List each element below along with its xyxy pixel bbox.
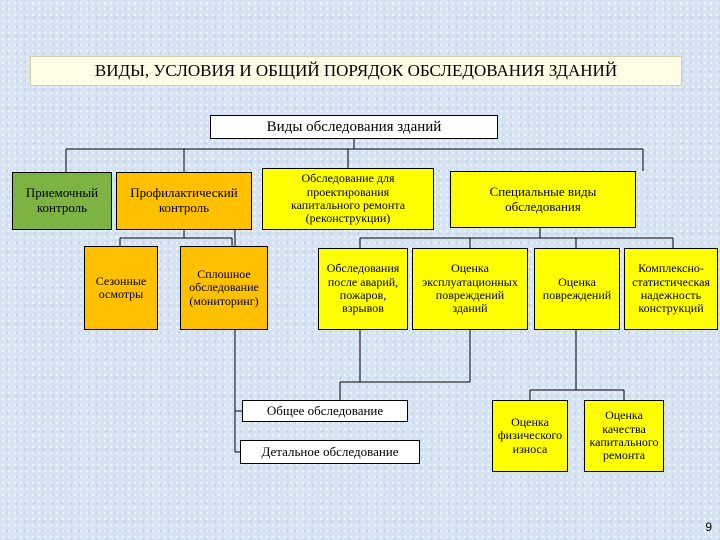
page-title: ВИДЫ, УСЛОВИЯ И ОБЩИЙ ПОРЯДОК ОБСЛЕДОВАН… xyxy=(30,56,682,86)
continuous-monitoring-box: Сплошное обследование (мониторинг) xyxy=(180,246,268,330)
after-accidents-box: Обследования после аварий, пожаров, взры… xyxy=(318,248,408,330)
repair-quality-box: Оценка качества капитального ремонта xyxy=(584,400,664,472)
preventive-control-box: Профилактический контроль xyxy=(116,172,252,230)
special-surveys-box: Специальные виды обследования xyxy=(450,171,636,228)
complex-statistical-box: Комплексно- статистическая надежность ко… xyxy=(624,248,718,330)
acceptance-control-box: Приемочный контроль xyxy=(12,172,112,230)
root-box: Виды обследования зданий xyxy=(210,115,498,139)
detailed-survey-box: Детальное обследование xyxy=(240,440,420,464)
general-survey-box: Общее обследование xyxy=(242,400,408,422)
seasonal-inspections-box: Сезонные осмотры xyxy=(84,246,158,330)
physical-wear-box: Оценка физического износа xyxy=(492,400,568,472)
operational-damage-box: Оценка эксплуатационных повреждений здан… xyxy=(412,248,528,330)
design-survey-box: Обследование для проектирования капиталь… xyxy=(262,168,434,230)
damage-assessment-box: Оценка повреждений xyxy=(534,248,620,330)
page-number: 9 xyxy=(705,520,712,534)
